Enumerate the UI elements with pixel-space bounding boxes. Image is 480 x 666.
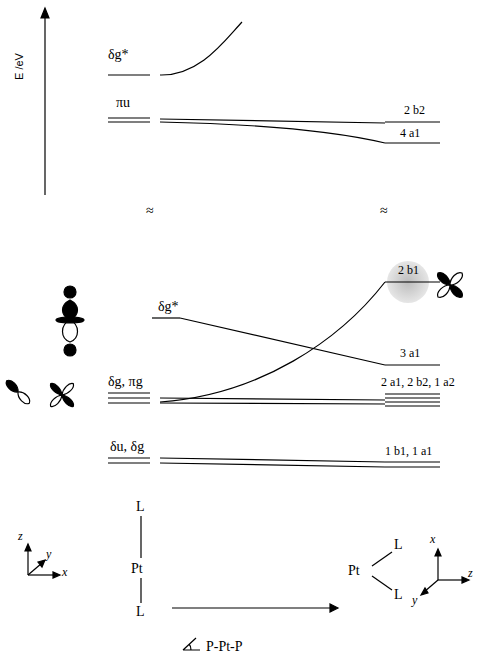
orbital-label: z	[468, 567, 473, 579]
orbital-label: πu	[116, 96, 130, 110]
orbital-label: δg*	[108, 48, 129, 62]
orbital-label: L	[136, 605, 145, 619]
orbital-label: Pt	[348, 564, 360, 578]
orbital-label: x	[62, 566, 67, 578]
orbital-label: x	[430, 533, 435, 545]
orbital-label: 1 b1, 1 a1	[385, 445, 432, 457]
orbital-label: P-Pt-P	[206, 640, 243, 654]
orbital-label: 2 b1	[398, 264, 419, 276]
orbital-label: ≈	[146, 204, 154, 218]
orbital-label: L	[136, 500, 145, 514]
orbital-label: 2 a1, 2 b2, 1 a2	[381, 376, 455, 388]
orbital-label: δu, δg	[110, 440, 144, 454]
orbital-label: L	[394, 538, 403, 552]
orbital-label: 2 b2	[404, 104, 425, 116]
orbital-label: 3 a1	[400, 347, 420, 359]
orbital-label: y	[412, 594, 417, 606]
orbital-label: δg*	[158, 300, 179, 314]
orbital-label: ≈	[380, 204, 388, 218]
orbital-label: z	[18, 530, 23, 542]
orbital-label: y	[46, 548, 51, 560]
orbital-label: L	[394, 588, 403, 602]
orbital-label: E /eV	[14, 53, 25, 80]
orbital-label: 4 a1	[400, 127, 420, 139]
orbital-label: Pt	[131, 562, 143, 576]
orbital-label: δg, πg	[108, 375, 143, 389]
